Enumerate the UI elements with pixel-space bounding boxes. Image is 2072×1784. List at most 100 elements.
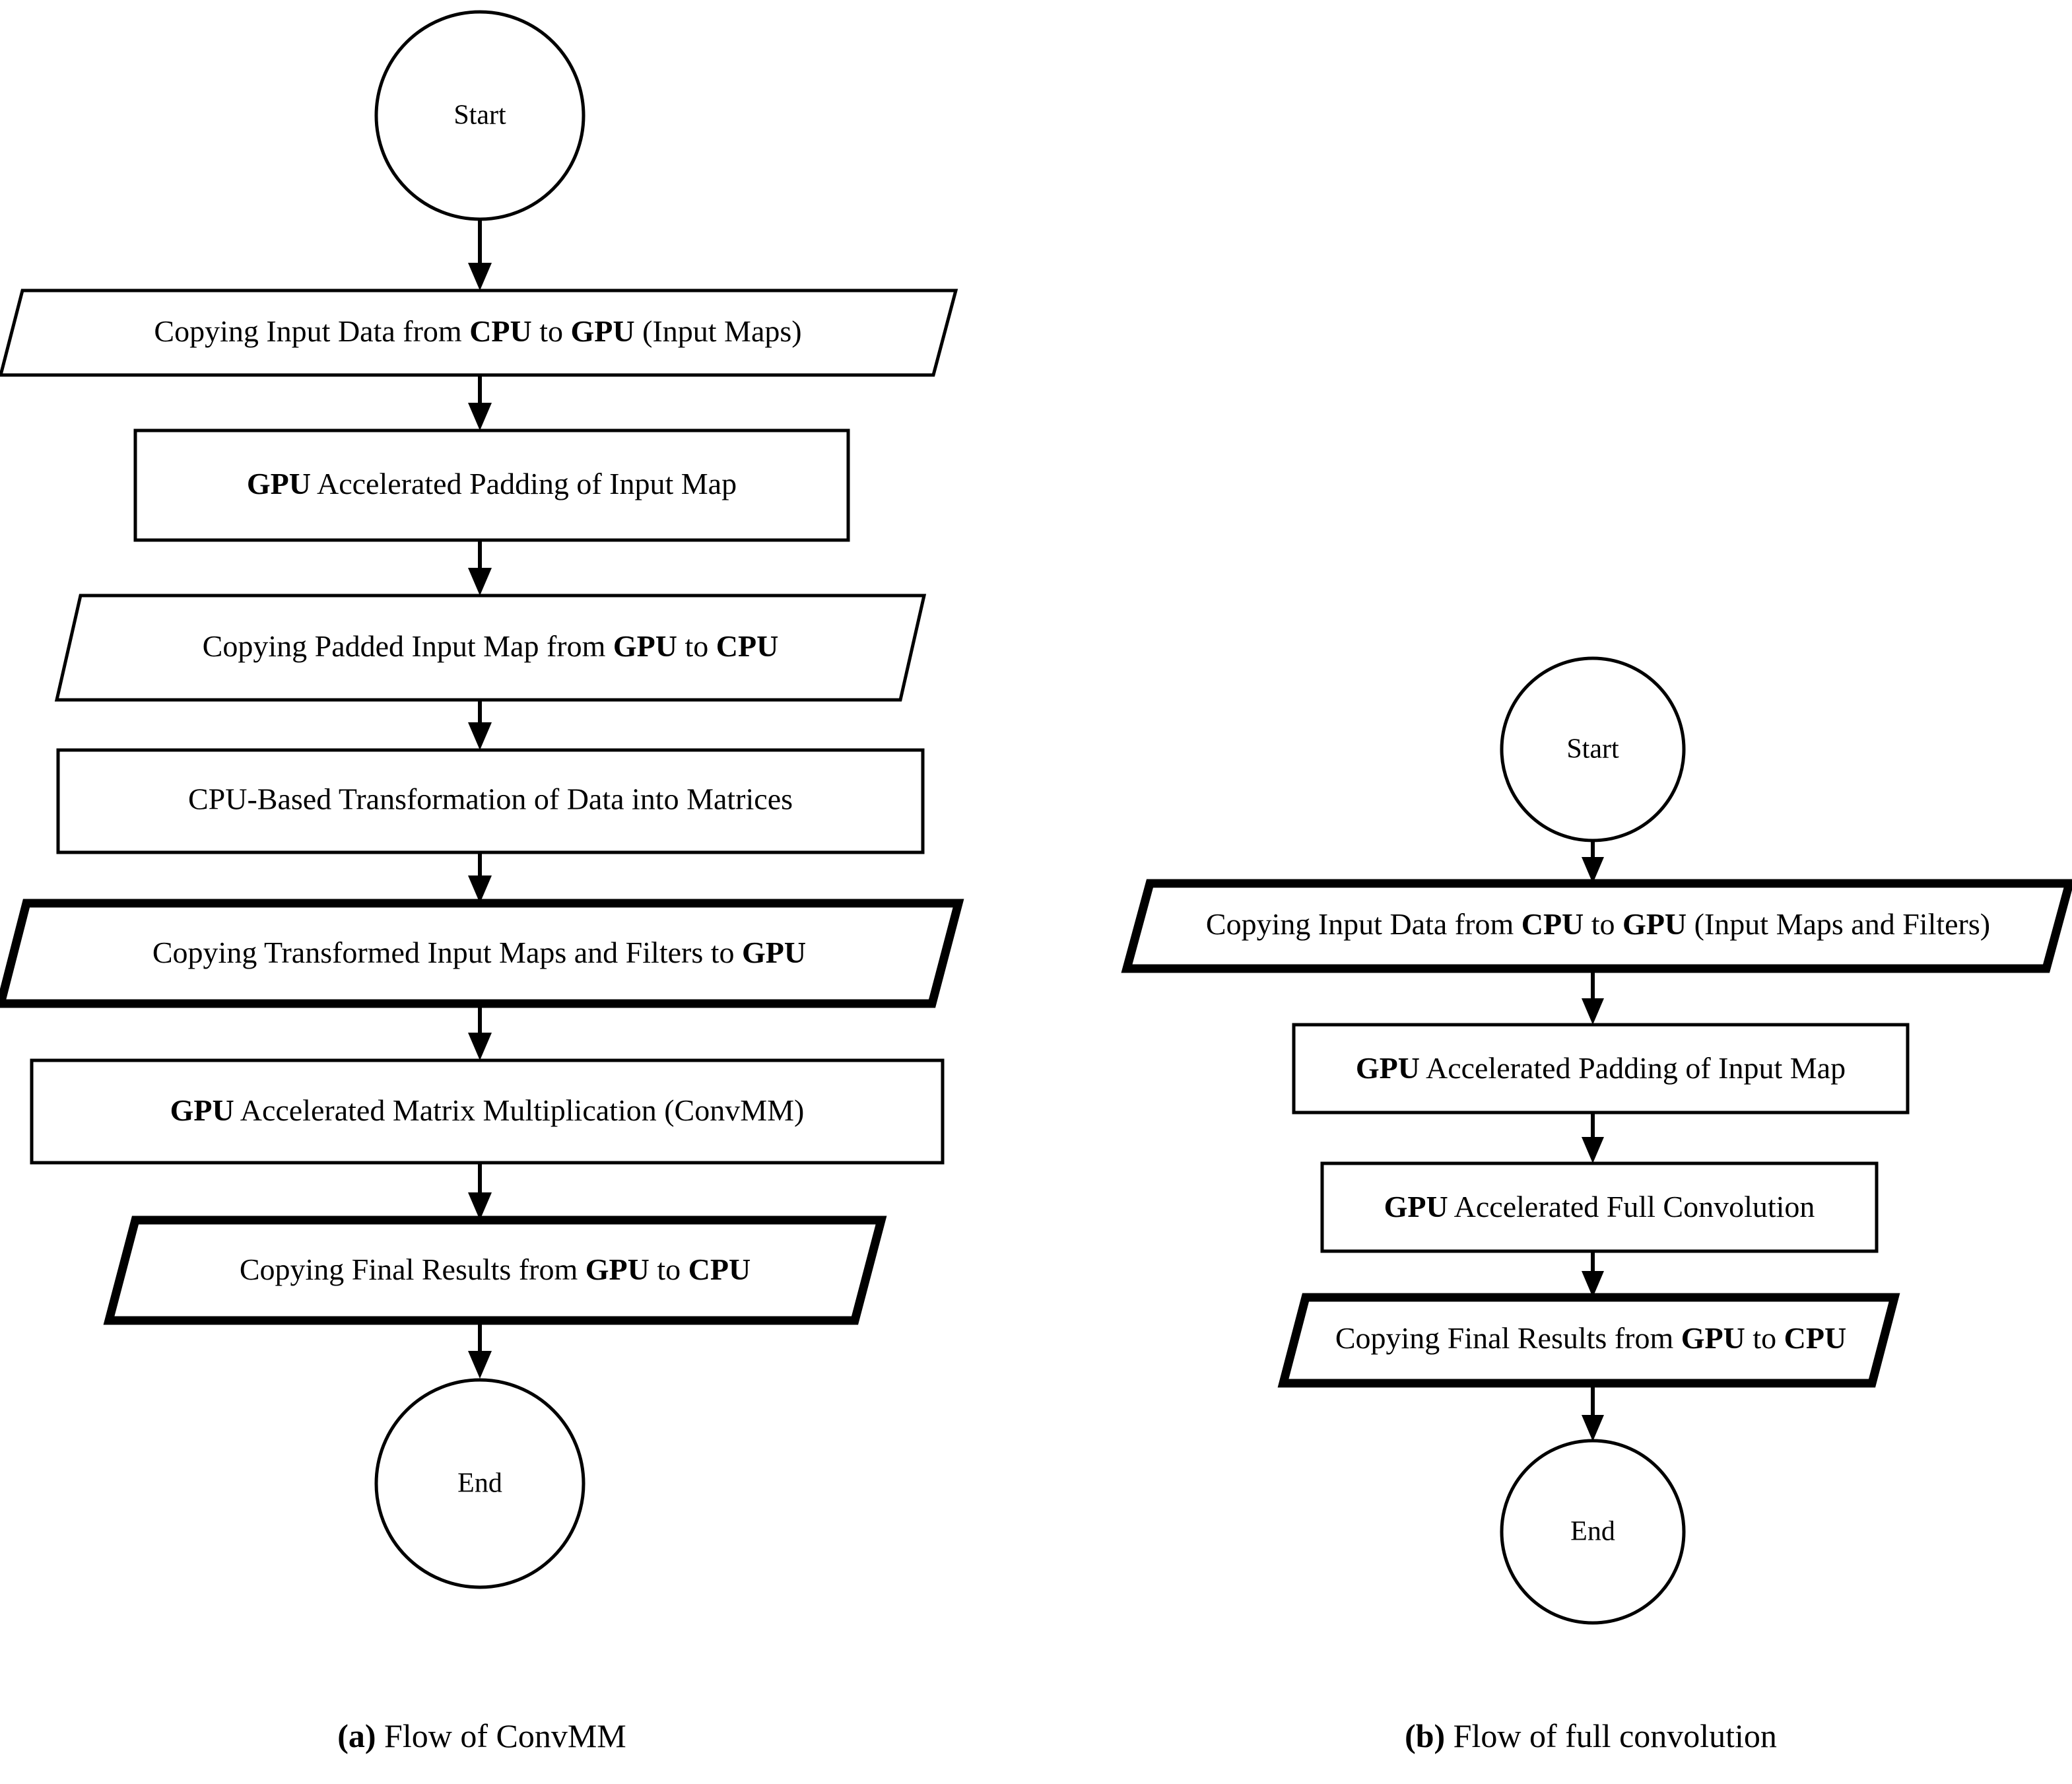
b-n1-parallelogram [1121,879,2072,973]
node-a-gpu-accelerated-padding[interactable]: GPU Accelerated Padding of Input Map [133,429,850,542]
a-start-circle [374,10,585,221]
b-end-circle [1500,1439,1686,1625]
node-a-copy-input-data-cpu-to-gpu[interactable]: Copying Input Data from CPU to GPU (Inpu… [0,289,958,377]
a-n5-label: Copying Transformed Input Maps and Filte… [152,936,806,969]
a-n4-rect [56,748,925,854]
arrowhead-b-3 [1582,1137,1604,1163]
b-n3-text-1: GPU [1384,1190,1448,1223]
arrowhead-a-2 [468,403,492,430]
b-n2-text-2: Accelerated Padding of Input Map [1420,1051,1846,1085]
arrowhead-a-3 [468,568,492,596]
arrowhead-a-5 [468,875,492,903]
a-n1-text-3: to [532,314,571,348]
a-n1-text-5: (Input Maps) [635,314,802,348]
a-n7-text-2: GPU [585,1252,650,1286]
b-end-label: End [1570,1517,1615,1547]
a-end-label: End [457,1468,502,1499]
b-n4-text-3: to [1745,1321,1784,1355]
arrowhead-a-6 [468,1033,492,1060]
a-end-circle [374,1378,585,1589]
b-n4-text-4: CPU [1784,1321,1847,1355]
a-n7-label: Copying Final Results from GPU to CPU [240,1252,751,1286]
b-n3-text-2: Accelerated Full Convolution [1448,1190,1815,1223]
b-n2-text-1: GPU [1356,1051,1420,1085]
panel-b-flow-of-full-convolution: Start Copying Input Data from CPU to GPU… [1121,656,2072,1625]
caption-b-text: Flow of full convolution [1445,1717,1777,1754]
a-n2-text-1: GPU [247,467,311,500]
node-b-end[interactable]: End [1500,1439,1686,1625]
node-a-copy-padded-input-map-gpu-to-cpu[interactable]: Copying Padded Input Map from GPU to CPU [54,594,927,702]
a-n6-text-2: Accelerated Matrix Multiplication (ConvM… [234,1093,805,1127]
a-n3-parallelogram [54,594,927,702]
a-n6-label: GPU Accelerated Matrix Multiplication (C… [170,1093,805,1127]
a-n1-label: Copying Input Data from CPU to GPU (Inpu… [154,314,801,348]
b-n4-text-1: Copying Final Results from [1335,1321,1681,1355]
a-n2-text-2: Accelerated Padding of Input Map [311,467,737,500]
caption-b-tag: (b) [1405,1717,1446,1754]
node-b-copy-final-results-gpu-to-cpu[interactable]: Copying Final Results from GPU to CPU [1277,1293,1900,1388]
caption-a-text: Flow of ConvMM [376,1717,626,1754]
node-a-cpu-based-transformation[interactable]: CPU-Based Transformation of Data into Ma… [56,748,925,854]
a-n5-text-1: Copying Transformed Input Maps and Filte… [152,936,742,969]
a-n3-text-4: CPU [716,629,779,663]
b-n1-label: Copying Input Data from CPU to GPU (Inpu… [1206,907,1990,941]
b-start-label: Start [1566,734,1619,765]
arrowhead-b-1 [1582,857,1604,883]
panel-b-edges [1582,840,1604,1441]
a-n7-text-4: CPU [688,1252,751,1286]
a-n6-rect [30,1058,945,1165]
b-n1-text-2: CPU [1521,907,1584,941]
a-n3-text-2: GPU [613,629,677,663]
panel-a-edges [468,218,492,1379]
node-b-gpu-accelerated-full-convolution[interactable]: GPU Accelerated Full Convolution [1320,1161,1879,1253]
node-a-copy-transformed-maps-filters-to-gpu[interactable]: Copying Transformed Input Maps and Filte… [0,899,964,1008]
a-n5-parallelogram [0,899,964,1008]
a-n1-text-1: Copying Input Data from [154,314,469,348]
arrowhead-a-7 [468,1192,492,1220]
a-n3-text-3: to [677,629,716,663]
a-start-label: Start [453,100,506,131]
a-n3-text-1: Copying Padded Input Map from [203,629,613,663]
b-n1-text-5: (Input Maps and Filters) [1687,907,1990,941]
b-n4-text-2: GPU [1681,1321,1745,1355]
a-n7-text-3: to [650,1252,688,1286]
arrowhead-b-4 [1582,1271,1604,1297]
a-n1-parallelogram [0,289,958,377]
a-n2-rect [133,429,850,542]
a-n7-parallelogram [103,1216,887,1325]
b-n1-text-3: to [1584,907,1622,941]
caption-a-tag: (a) [337,1717,376,1754]
a-n1-text-2: CPU [469,314,532,348]
node-b-copy-input-data-cpu-to-gpu-maps-filters[interactable]: Copying Input Data from CPU to GPU (Inpu… [1121,879,2072,973]
b-n2-rect [1292,1023,1910,1115]
b-n3-rect [1320,1161,1879,1253]
b-n1-text-1: Copying Input Data from [1206,907,1521,941]
a-n3-label: Copying Padded Input Map from GPU to CPU [203,629,779,663]
a-n1-text-4: GPU [571,314,635,348]
node-a-start[interactable]: Start [374,10,585,221]
b-n4-label: Copying Final Results from GPU to CPU [1335,1321,1846,1355]
node-b-start[interactable]: Start [1500,656,1686,842]
node-b-gpu-accelerated-padding[interactable]: GPU Accelerated Padding of Input Map [1292,1023,1910,1115]
node-a-end[interactable]: End [374,1378,585,1589]
b-n4-parallelogram [1277,1293,1900,1388]
caption-panel-b: (b) Flow of full convolution [1109,1717,2072,1755]
panel-a-flow-of-convmm: Start Copying Input Data from CPU to GPU… [0,10,964,1589]
arrowhead-b-2 [1582,998,1604,1025]
b-n3-label: GPU Accelerated Full Convolution [1384,1190,1815,1223]
caption-panel-a: (a) Flow of ConvMM [0,1717,964,1755]
node-a-copy-final-results-gpu-to-cpu[interactable]: Copying Final Results from GPU to CPU [103,1216,887,1325]
arrowhead-b-5 [1582,1415,1604,1441]
a-n5-text-2: GPU [742,936,806,969]
b-start-circle [1500,656,1686,842]
arrowhead-a-1 [468,263,492,291]
arrowhead-a-8 [468,1351,492,1379]
b-n1-text-4: GPU [1622,907,1687,941]
node-a-gpu-accelerated-matrix-multiplication[interactable]: GPU Accelerated Matrix Multiplication (C… [30,1058,945,1165]
a-n4-label: CPU-Based Transformation of Data into Ma… [188,782,793,816]
a-n7-text-1: Copying Final Results from [240,1252,585,1286]
a-n6-text-1: GPU [170,1093,234,1127]
b-n2-label: GPU Accelerated Padding of Input Map [1356,1051,1846,1085]
